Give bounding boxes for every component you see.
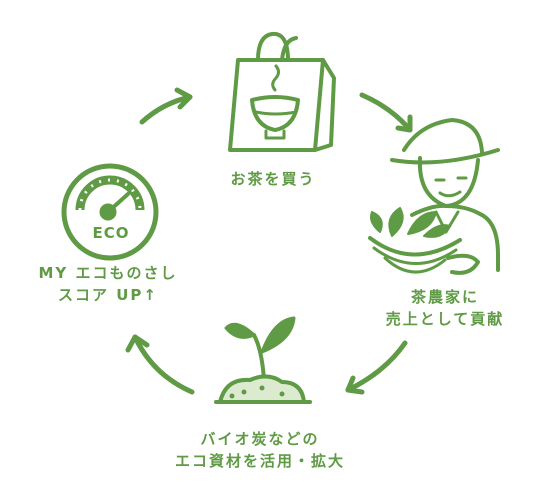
step-farmer-label: 茶農家に 売上として貢献 xyxy=(385,288,505,328)
eco-gauge-icon xyxy=(61,163,159,261)
cycle-arrow-bag-to-farmer xyxy=(359,92,413,133)
step-eco-score-label: MY エコものさし スコア UP↑ xyxy=(38,264,178,304)
step-buy-tea-label: お茶を買う xyxy=(230,170,316,188)
shopping-bag-tea-icon xyxy=(228,31,336,152)
tea-farmer-icon xyxy=(368,118,500,275)
seedling-icon xyxy=(214,316,312,404)
cycle-arrow-eco-to-bag xyxy=(139,87,193,125)
cycle-arrow-seedling-to-eco xyxy=(125,334,195,395)
step-eco-materials-label: バイオ炭などの エコ資材を活用・拡大 xyxy=(174,430,345,470)
cycle-arrow-farmer-to-seedling xyxy=(345,340,408,395)
eco-gauge-badge: ECO xyxy=(92,224,130,242)
